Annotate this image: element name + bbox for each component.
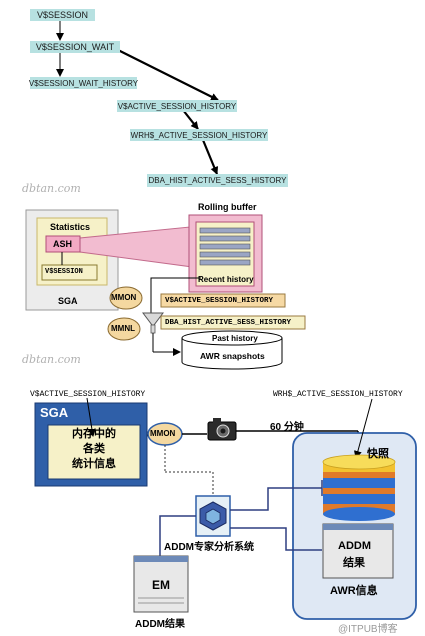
watermark-2: dbtan.com: [22, 353, 81, 366]
memory-stats-line-2: 各类: [83, 443, 105, 455]
addm-results-bottom-label: ADDM结果: [135, 619, 185, 630]
awr-info-label: AWR信息: [330, 585, 378, 597]
memory-stats-line-3: 统计信息: [72, 458, 116, 470]
addm-system-icon: [195, 495, 231, 537]
buffer-rows: [199, 227, 251, 266]
watermark-1: dbtan.com: [22, 182, 81, 195]
addm-result-line1: ADDM: [338, 540, 371, 552]
em-label: EM: [152, 578, 170, 592]
snapshot-label: 快照: [367, 448, 389, 460]
v-session-label: V$SESSION: [45, 268, 83, 276]
awr-snapshots-label: AWR snapshots: [200, 351, 265, 361]
statistics-label: Statistics: [50, 222, 91, 232]
interval-label: 60 分钟: [270, 422, 304, 433]
sga-label-2: SGA: [58, 296, 78, 306]
wrh-label-3: WRH$_ACTIVE_SESSION_HISTORY: [273, 390, 403, 399]
dba-hist-active-sess-history-node: DBA_HIST_ACTIVE_SESS_HISTORY: [147, 174, 288, 187]
mmon-node-2: MMON: [111, 293, 137, 302]
memory-stats-box: 内存中的 各类 统计信息: [48, 427, 140, 472]
sga-label-3: SGA: [40, 405, 69, 420]
recent-history-label: Recent history: [198, 275, 254, 284]
addm-system-label: ADDM专家分析系统: [164, 542, 254, 553]
v-ash-view-box: V$ACTIVE_SESSION_HISTORY: [165, 297, 274, 305]
rolling-buffer-label: Rolling buffer: [198, 202, 257, 212]
ash-label: ASH: [53, 239, 73, 249]
v-session-node: V$SESSION: [30, 9, 95, 21]
v-active-session-history-node: V$ACTIVE_SESSION_HISTORY: [117, 100, 237, 112]
addm-result-line2: 结果: [343, 557, 365, 569]
past-history-label: Past history: [212, 334, 258, 343]
memory-stats-line-1: 内存中的: [72, 428, 116, 440]
v-session-wait-node: V$SESSION_WAIT: [30, 41, 120, 53]
wrh-active-session-history-node: WRH$_ACTIVE_SESSION_HISTORY: [130, 129, 268, 141]
v-ash-label-3: V$ACTIVE_SESSION_HISTORY: [30, 390, 146, 399]
v-session-wait-history-node: V$SESSION_WAIT_HISTORY: [28, 77, 139, 89]
camera-icon: [207, 418, 237, 441]
mmon-node-3: MMON: [150, 429, 176, 438]
dba-hist-view-box: DBA_HIST_ACTIVE_SESS_HISTORY: [165, 319, 292, 327]
em-document-icon: [133, 555, 189, 613]
mmnl-node: MMNL: [111, 324, 135, 333]
awr-database-icon: [322, 454, 396, 521]
watermark-3: @ITPUB博客: [338, 624, 398, 635]
